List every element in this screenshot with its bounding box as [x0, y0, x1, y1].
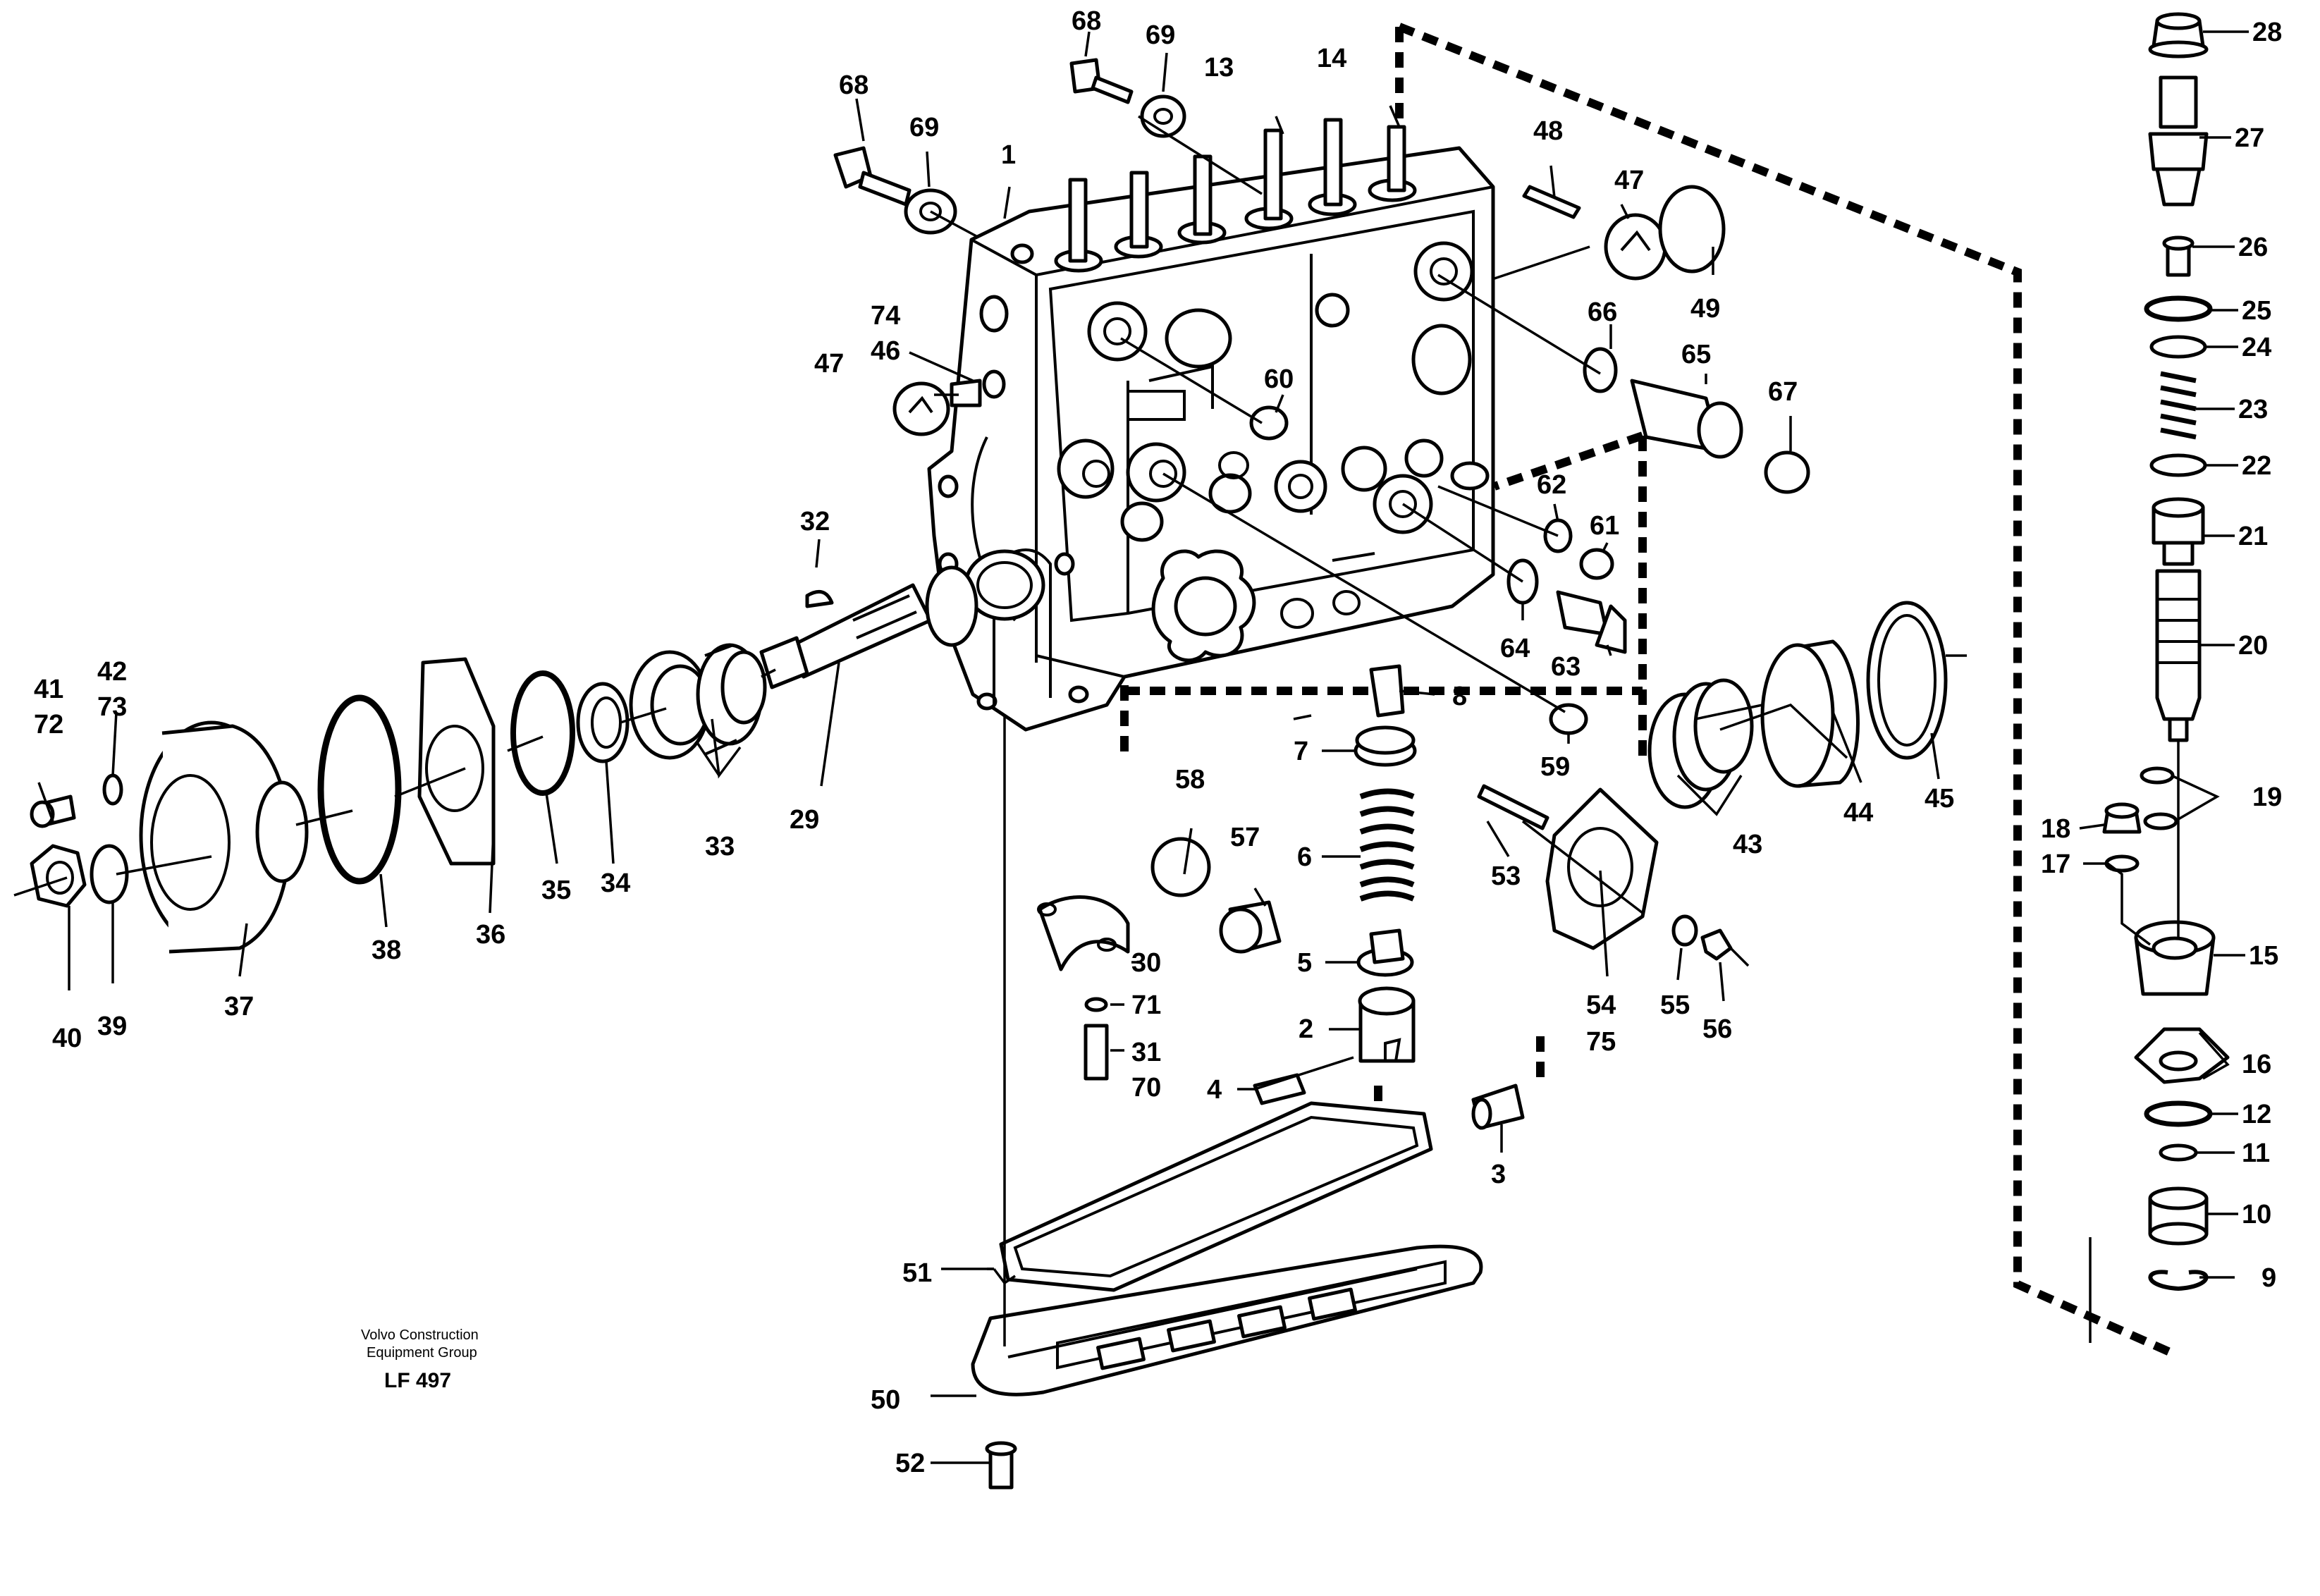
clamp-parts: [1037, 895, 1130, 1081]
label-75: 75: [1586, 1027, 1616, 1057]
leader-lines: [13, 30, 2249, 1464]
label-59: 59: [1540, 752, 1570, 782]
label-26: 26: [2238, 233, 2268, 262]
label-30: 30: [1131, 948, 1161, 978]
label-24: 24: [2242, 333, 2271, 362]
label-21: 21: [2238, 522, 2268, 551]
label-69-left: 69: [909, 113, 939, 142]
label-63: 63: [1551, 652, 1581, 682]
bottom-cover: [971, 1101, 1483, 1490]
label-52: 52: [895, 1449, 925, 1478]
label-74: 74: [871, 301, 900, 331]
label-68-left: 68: [839, 70, 869, 100]
label-40: 40: [52, 1024, 82, 1053]
studs: [1068, 118, 1406, 263]
label-68-top: 68: [1072, 6, 1101, 36]
label-48: 48: [1533, 116, 1563, 146]
caption-line-1: Volvo Construction: [361, 1327, 479, 1343]
label-45: 45: [1925, 784, 1954, 814]
label-17: 17: [2041, 849, 2070, 879]
label-16: 16: [2242, 1050, 2271, 1079]
label-54: 54: [1586, 990, 1616, 1020]
label-8: 8: [1452, 682, 1467, 711]
label-60: 60: [1264, 364, 1294, 394]
label-62: 62: [1537, 470, 1566, 500]
label-58: 58: [1175, 765, 1205, 794]
label-15: 15: [2249, 941, 2278, 971]
label-4: 4: [1207, 1075, 1222, 1105]
label-72: 72: [34, 710, 63, 739]
label-70: 70: [1131, 1073, 1161, 1103]
label-3: 3: [1491, 1160, 1506, 1189]
label-51: 51: [902, 1258, 932, 1288]
label-11: 11: [2242, 1138, 2270, 1168]
part-labels: 1 2 3 4 5 6 7 8 9 10 11 12 13 14 15 16 1…: [34, 6, 2282, 1478]
label-50: 50: [871, 1385, 900, 1415]
label-55: 55: [1660, 990, 1690, 1020]
label-64: 64: [1500, 634, 1530, 663]
delivery-valve-parts: [2102, 12, 2230, 1291]
label-66: 66: [1588, 297, 1617, 327]
label-56: 56: [1702, 1014, 1732, 1044]
label-18: 18: [2041, 814, 2070, 844]
label-57: 57: [1230, 823, 1260, 852]
label-25: 25: [2242, 296, 2271, 326]
label-41: 41: [34, 675, 63, 704]
label-1: 1: [1001, 140, 1016, 170]
label-27: 27: [2235, 123, 2264, 153]
label-33: 33: [705, 832, 735, 861]
label-69-top: 69: [1146, 20, 1175, 50]
label-39: 39: [97, 1012, 127, 1041]
label-34: 34: [601, 868, 630, 898]
label-47-left: 47: [814, 349, 844, 379]
label-29: 29: [790, 805, 819, 835]
side-parts: [833, 58, 1948, 961]
label-2: 2: [1299, 1014, 1313, 1044]
label-65: 65: [1681, 340, 1711, 369]
label-71: 71: [1131, 990, 1161, 1020]
label-49: 49: [1690, 294, 1720, 324]
label-31: 31: [1131, 1038, 1161, 1067]
label-35: 35: [541, 876, 571, 905]
label-61: 61: [1590, 511, 1619, 541]
label-10: 10: [2242, 1200, 2271, 1229]
caption-reference: LF 497: [384, 1369, 451, 1392]
label-9: 9: [2261, 1263, 2276, 1293]
label-12: 12: [2242, 1100, 2271, 1129]
label-47-right: 47: [1614, 166, 1644, 195]
label-44: 44: [1843, 798, 1873, 828]
label-22: 22: [2242, 451, 2271, 481]
label-67: 67: [1768, 377, 1798, 407]
label-42: 42: [97, 657, 127, 687]
label-19: 19: [2252, 782, 2282, 812]
plunger-parts: [1253, 664, 1525, 1130]
label-28: 28: [2252, 18, 2282, 47]
label-43: 43: [1733, 830, 1762, 859]
label-23: 23: [2238, 395, 2268, 424]
drive-shaft-parts: [30, 565, 978, 954]
label-6: 6: [1297, 842, 1312, 872]
label-38: 38: [372, 935, 401, 965]
label-7: 7: [1294, 737, 1308, 766]
document-caption: Volvo Construction Equipment Group LF 49…: [361, 1327, 479, 1392]
label-46: 46: [871, 336, 900, 366]
label-53: 53: [1491, 861, 1521, 891]
label-13: 13: [1204, 53, 1234, 82]
pump-housing: [927, 146, 1495, 732]
label-37: 37: [224, 992, 254, 1021]
label-20: 20: [2238, 631, 2268, 661]
caption-line-2: Equipment Group: [367, 1345, 477, 1361]
label-32: 32: [800, 507, 830, 536]
label-14: 14: [1317, 44, 1346, 73]
label-73: 73: [97, 692, 127, 722]
label-5: 5: [1297, 948, 1312, 978]
label-36: 36: [476, 920, 505, 950]
